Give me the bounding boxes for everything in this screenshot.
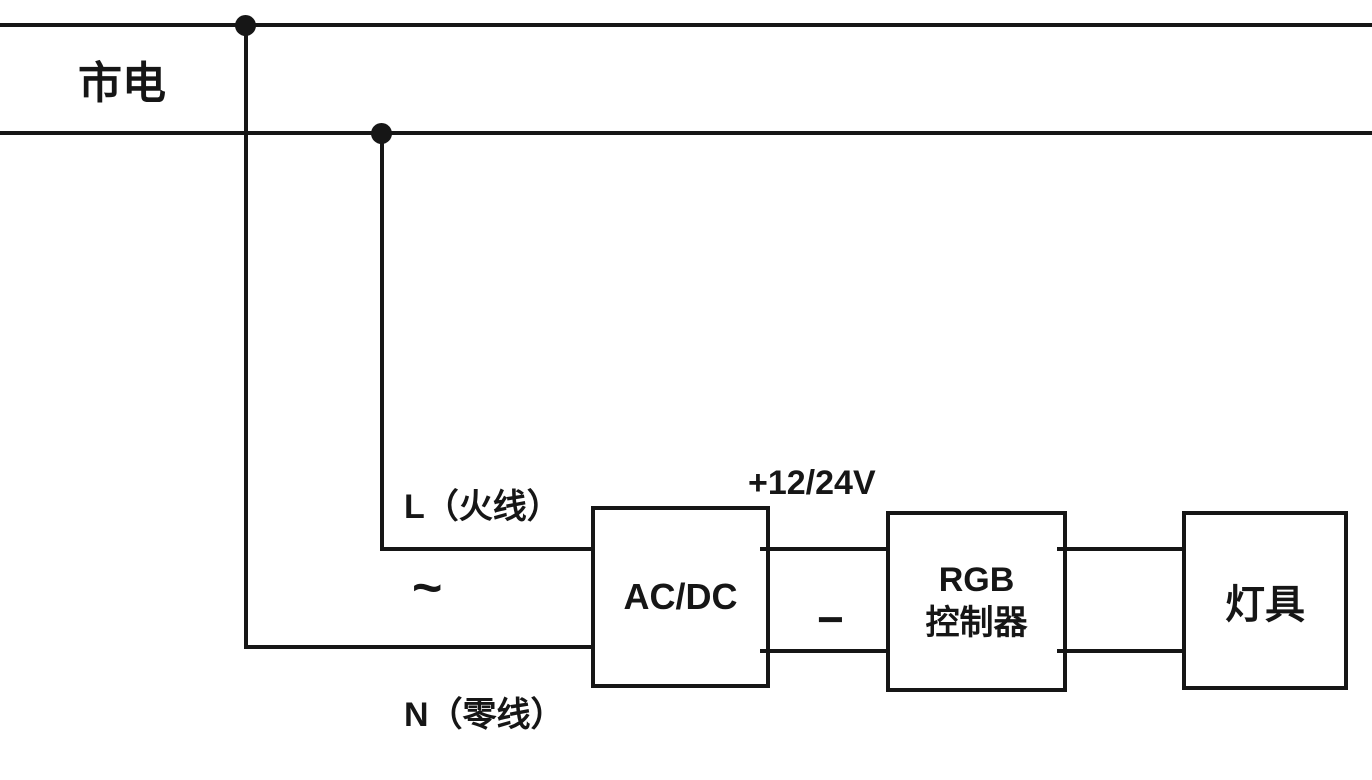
dc-positive-wire — [760, 547, 888, 551]
rgb-controller-label-line1: RGB — [938, 561, 1015, 599]
live-wire-label: L（火线） — [404, 488, 561, 526]
output-wire-bottom — [1057, 649, 1184, 653]
dc-positive-label: +12/24V — [748, 464, 876, 502]
mains-wire-top — [0, 23, 1372, 27]
ac-symbol: ~ — [412, 559, 443, 617]
live-wire-horizontal — [380, 547, 594, 551]
mains-label: 市电 — [78, 59, 166, 108]
lamp-label: 灯具 — [1225, 582, 1305, 627]
mains-wire-bottom — [0, 131, 1372, 135]
live-wire-vertical — [380, 133, 384, 551]
acdc-label: AC/DC — [623, 576, 738, 617]
rgb-controller-box: RGB 控制器 — [886, 511, 1067, 692]
rgb-controller-label-line2: 控制器 — [925, 603, 1028, 642]
neutral-wire-horizontal — [244, 645, 594, 649]
neutral-wire-vertical — [244, 25, 248, 649]
output-wire-top — [1057, 547, 1184, 551]
acdc-converter-box: AC/DC — [591, 506, 770, 688]
neutral-wire-label: N（零线） — [404, 696, 565, 734]
dc-negative-wire — [760, 649, 888, 653]
lamp-box: 灯具 — [1182, 511, 1348, 690]
dc-negative-label: − — [817, 593, 844, 645]
